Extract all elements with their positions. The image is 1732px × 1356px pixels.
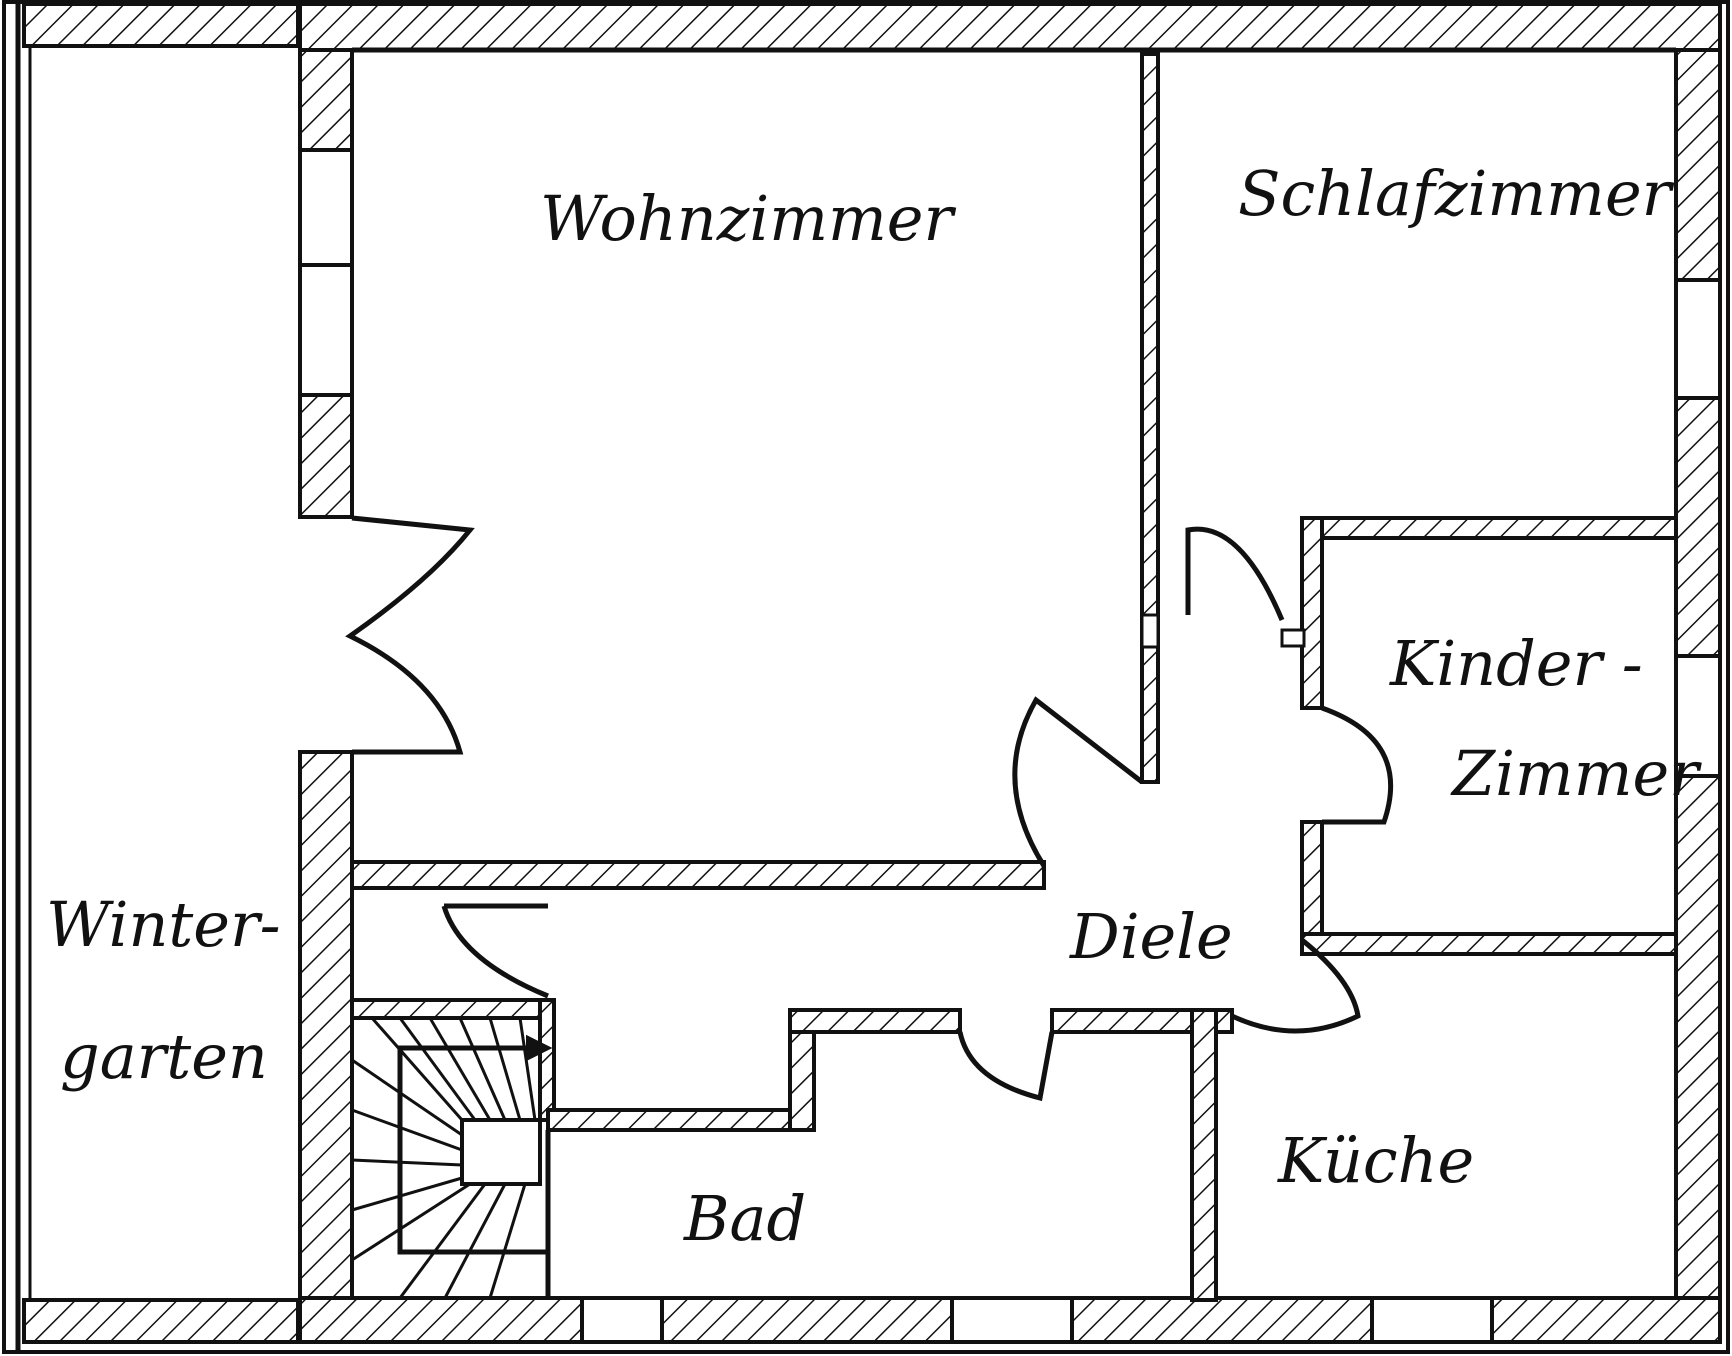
wall-kinder-bottom (1300, 932, 1678, 956)
door-bad (957, 1031, 1055, 1102)
wall-bad-top-2 (788, 1008, 962, 1034)
label-schlafzimmer: Schlafzimmer (1238, 157, 1675, 230)
wall-kinder-top (1300, 516, 1678, 540)
wall-bad-top-1 (546, 1108, 810, 1132)
label-kueche: Küche (1277, 1124, 1474, 1197)
label-wintergarten-2: garten (60, 1020, 268, 1093)
door-diele-stair (441, 903, 549, 999)
window-bottom-2 (950, 1296, 1074, 1344)
label-diele: Diele (1069, 900, 1233, 973)
door-kueche (1230, 938, 1361, 1034)
wintergarten-frame (15, 2, 300, 1350)
window-bottom-3 (1370, 1296, 1494, 1344)
window-bottom-1 (580, 1296, 664, 1344)
outer-wall-bottom-2 (660, 1296, 954, 1344)
label-wohnzimmer: Wohnzimmer (540, 182, 956, 255)
label-kinderzimmer-2: Zimmer (1450, 737, 1702, 810)
outer-wall-bottom-3 (1070, 1296, 1374, 1344)
outer-wall-bottom-1 (298, 1296, 584, 1344)
door-wohnzimmer (1012, 696, 1144, 868)
wall-stair-right (538, 998, 556, 1122)
stair-treads (351, 1017, 537, 1299)
outer-wall-bottom-4 (1490, 1296, 1722, 1344)
interior-walls (350, 52, 1678, 1302)
wall-wohn-bottom (350, 860, 1046, 890)
outer-wall-right-3 (1674, 774, 1722, 1344)
stair-outline (397, 1045, 548, 1255)
window-right-2 (1674, 654, 1722, 778)
outer-wall-left-3 (298, 750, 354, 1302)
outer-wall-right-1 (1674, 48, 1722, 282)
wall-kinder-doorstop (1280, 628, 1306, 648)
wall-bad-kueche (1190, 1008, 1218, 1302)
room-labels: Wohnzimmer Schlafzimmer Kinder - Zimmer … (46, 157, 1702, 1255)
outer-wall-right-2 (1674, 396, 1722, 658)
wall-stair-top (350, 998, 550, 1020)
staircase (351, 1017, 553, 1299)
wintergarten-top-wall (22, 2, 300, 48)
label-wintergarten-1: Winter- (46, 888, 281, 961)
label-kinderzimmer-1: Kinder - (1389, 627, 1643, 700)
stair-direction-arrow (510, 1034, 553, 1062)
wintergarten-bottom-wall (22, 1298, 300, 1344)
stair-core (460, 1118, 542, 1186)
wall-schlaf-flur (1140, 613, 1160, 649)
wall-wohn-schlaf (1140, 52, 1160, 784)
wall-kinder-left-2 (1300, 820, 1324, 936)
door-wintergarten (345, 515, 475, 755)
wall-bad-top-3 (1050, 1008, 1234, 1034)
door-kinderzimmer (1321, 705, 1394, 825)
window-right-1 (1674, 278, 1722, 400)
window-left-1 (298, 148, 354, 397)
outer-wall-left-1 (298, 48, 354, 152)
outer-wall-left-2 (298, 393, 354, 519)
door-schlafzimmer (1185, 526, 1285, 621)
outer-wall-top (298, 2, 1722, 52)
doors (345, 515, 1394, 1102)
label-bad: Bad (683, 1182, 806, 1255)
wall-kinder-left-1 (1300, 516, 1324, 710)
outer-walls (298, 2, 1722, 1344)
